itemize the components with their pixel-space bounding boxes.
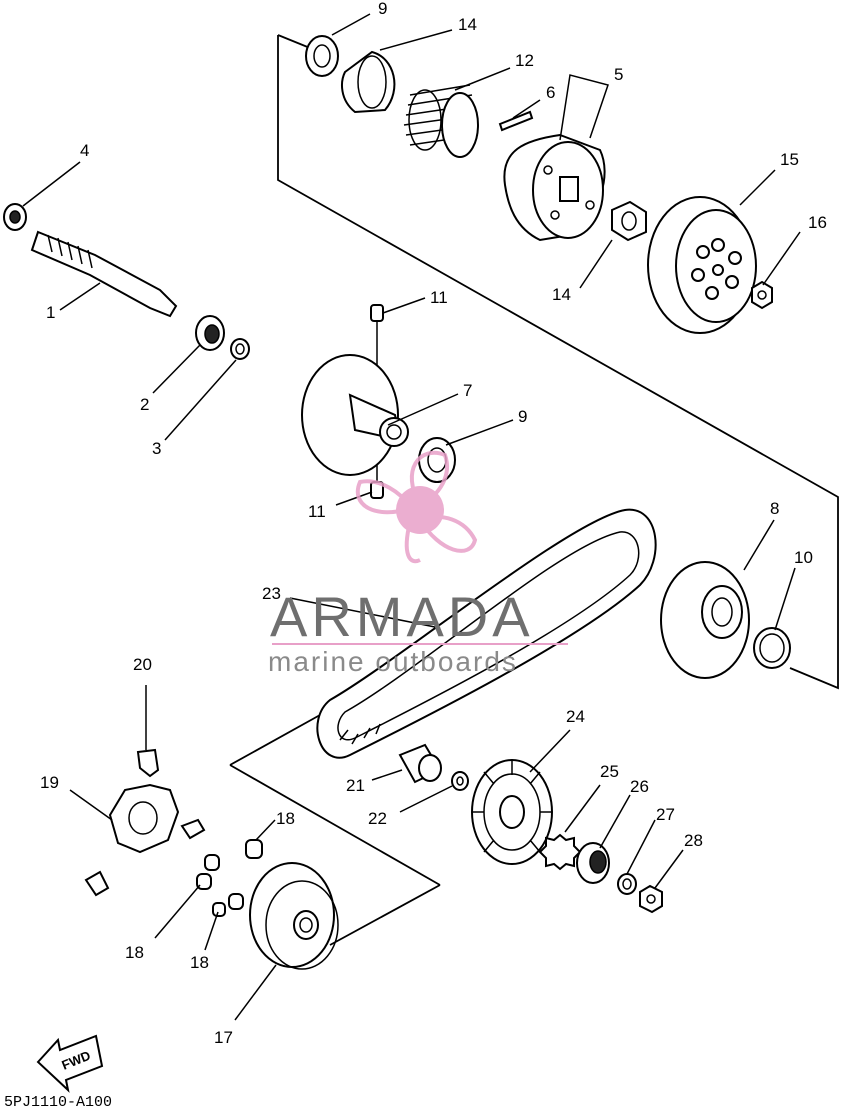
label-part-11-top: 11 [430, 288, 448, 307]
fwd-arrow-icon: FWD [36, 1034, 104, 1093]
part-12-spring [403, 84, 479, 158]
label-part-27: 27 [656, 805, 675, 824]
label-part-23: 23 [262, 584, 281, 603]
armada-watermark: ARMADA marine outboards [268, 451, 568, 677]
label-part-6: 6 [546, 83, 555, 102]
part-6-pin [498, 110, 534, 132]
label-part-2: 2 [140, 395, 149, 414]
part-13-collar [341, 50, 396, 114]
part-28-nut [639, 884, 663, 914]
part-9-seal-top [305, 35, 339, 77]
label-part-28: 28 [684, 831, 703, 850]
part-21-collar [398, 743, 442, 784]
label-part-5: 5 [614, 65, 623, 84]
label-part-10: 10 [794, 548, 813, 567]
part-15-clutch-housing [647, 196, 757, 334]
leader-lines [22, 13, 801, 1021]
part-19-cam [84, 783, 206, 897]
label-part-11-bottom: 11 [308, 502, 326, 521]
part-22-washer [451, 771, 469, 791]
label-part-20: 20 [133, 655, 152, 674]
part-labels: 9 14 12 6 5 4 15 16 14 1 11 7 2 9 3 11 8… [40, 0, 827, 1047]
part-5-clutch-carrier [503, 133, 606, 242]
part-4-bearing [3, 203, 27, 231]
propeller-logo [356, 451, 478, 564]
label-part-7: 7 [463, 381, 472, 400]
label-part-18-top: 18 [276, 809, 295, 828]
label-part-26: 26 [630, 777, 649, 796]
label-part-13: 14 [458, 15, 477, 34]
part-23-v-belt [316, 508, 657, 759]
part-25-star-washer [538, 833, 582, 871]
label-part-18-bottom: 18 [190, 953, 209, 972]
label-part-25: 25 [600, 762, 619, 781]
watermark-subtitle: marine outboards [268, 646, 518, 677]
label-part-21: 21 [346, 776, 365, 795]
label-part-15: 15 [780, 150, 799, 169]
watermark-title: ARMADA [270, 585, 534, 648]
label-part-16: 16 [808, 213, 827, 232]
part-3-washer [230, 338, 250, 360]
part-17-movable-sheave [249, 862, 339, 970]
label-part-4: 4 [80, 141, 89, 160]
label-part-12: 12 [515, 51, 534, 70]
part-8-secondary-sheave [660, 561, 750, 679]
label-part-19: 19 [40, 773, 59, 792]
part-7-fixed-sheave [301, 354, 409, 476]
label-part-22: 22 [368, 809, 387, 828]
label-part-3: 3 [152, 439, 161, 458]
part-10-o-ring [753, 627, 791, 669]
part-1-shaft [30, 230, 178, 318]
label-part-9-mid: 9 [518, 407, 527, 426]
label-part-18-left: 18 [125, 943, 144, 962]
part-16-nut [751, 280, 773, 310]
part-26-bushing [576, 842, 610, 884]
label-part-17: 17 [214, 1028, 233, 1047]
part-14-nut [611, 200, 647, 242]
part-18-rollers [196, 839, 263, 917]
label-part-1: 1 [46, 303, 55, 322]
assembly-frame [229, 34, 839, 946]
drawing-code: 5PJ1110-A100 [4, 1094, 112, 1110]
part-27-washer [617, 873, 637, 895]
label-part-24: 24 [566, 707, 585, 726]
part-20-slider [136, 748, 160, 778]
label-part-8: 8 [770, 499, 779, 518]
part-2-bearing [195, 315, 225, 351]
label-part-9-top: 9 [378, 0, 387, 18]
label-part-14: 14 [552, 285, 571, 304]
part-9-seal-mid [418, 437, 456, 483]
part-24-fan-sheave [471, 759, 553, 865]
